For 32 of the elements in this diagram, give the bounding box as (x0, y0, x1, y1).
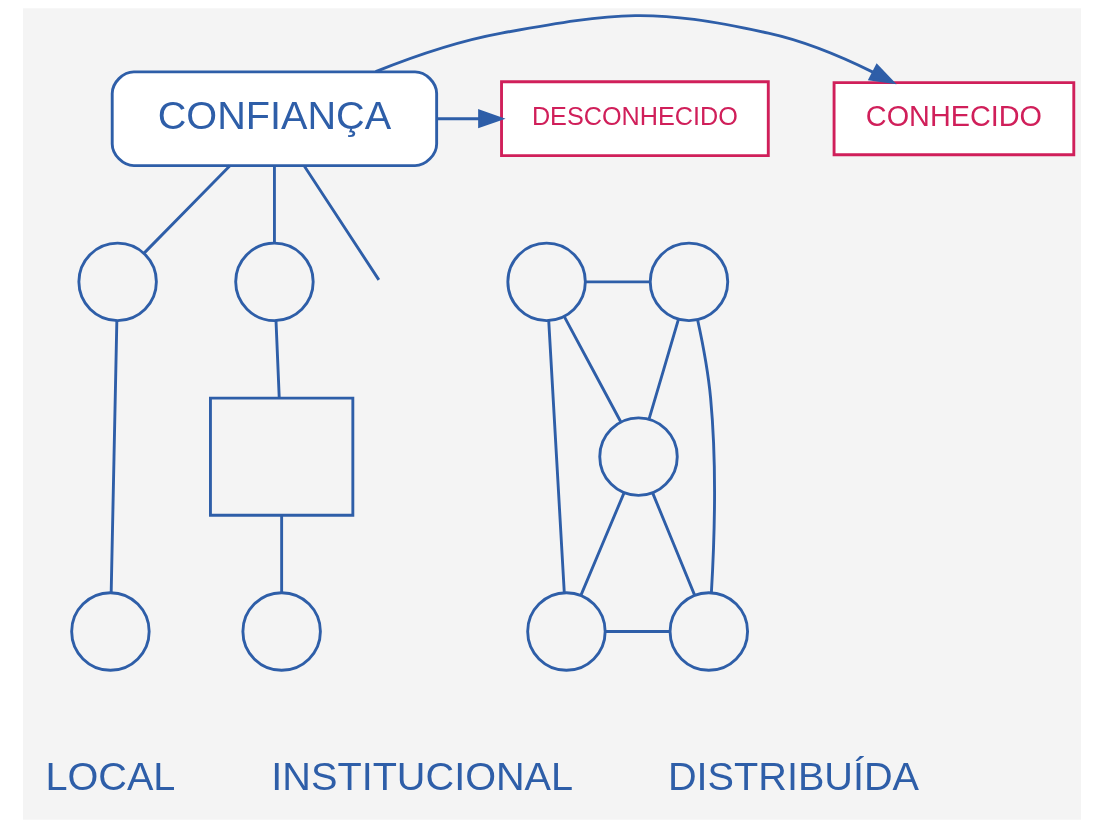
label: DISTRIBUÍDA (667, 754, 920, 799)
node-box: CONFIANÇA (110, 70, 439, 168)
arrow (437, 109, 506, 129)
arrow (375, 14, 897, 85)
node-circle (526, 591, 607, 672)
connector (585, 280, 651, 284)
label: INSTITUCIONAL (271, 754, 574, 799)
node-circle (648, 241, 730, 323)
connector (302, 165, 381, 281)
node-circle (234, 241, 315, 323)
connector (143, 164, 231, 255)
node-circle (70, 591, 151, 672)
connector (605, 630, 670, 633)
node-box: DESCONHECIDO (500, 80, 770, 158)
connector (547, 320, 566, 593)
label: LOCAL (45, 754, 176, 799)
node-box (209, 396, 355, 517)
connector (579, 492, 626, 596)
node-circle (598, 416, 679, 497)
connector (273, 165, 276, 243)
node-circle (506, 241, 587, 323)
connector (696, 319, 716, 593)
connector (563, 315, 623, 423)
node-circle (668, 591, 749, 672)
connector (280, 515, 284, 593)
node-box: CONHECIDO (832, 81, 1076, 157)
node-circle (77, 241, 158, 323)
node-circle (241, 591, 322, 672)
connector (651, 492, 696, 596)
connector (274, 320, 281, 398)
connector (647, 319, 680, 420)
connector (109, 320, 119, 593)
